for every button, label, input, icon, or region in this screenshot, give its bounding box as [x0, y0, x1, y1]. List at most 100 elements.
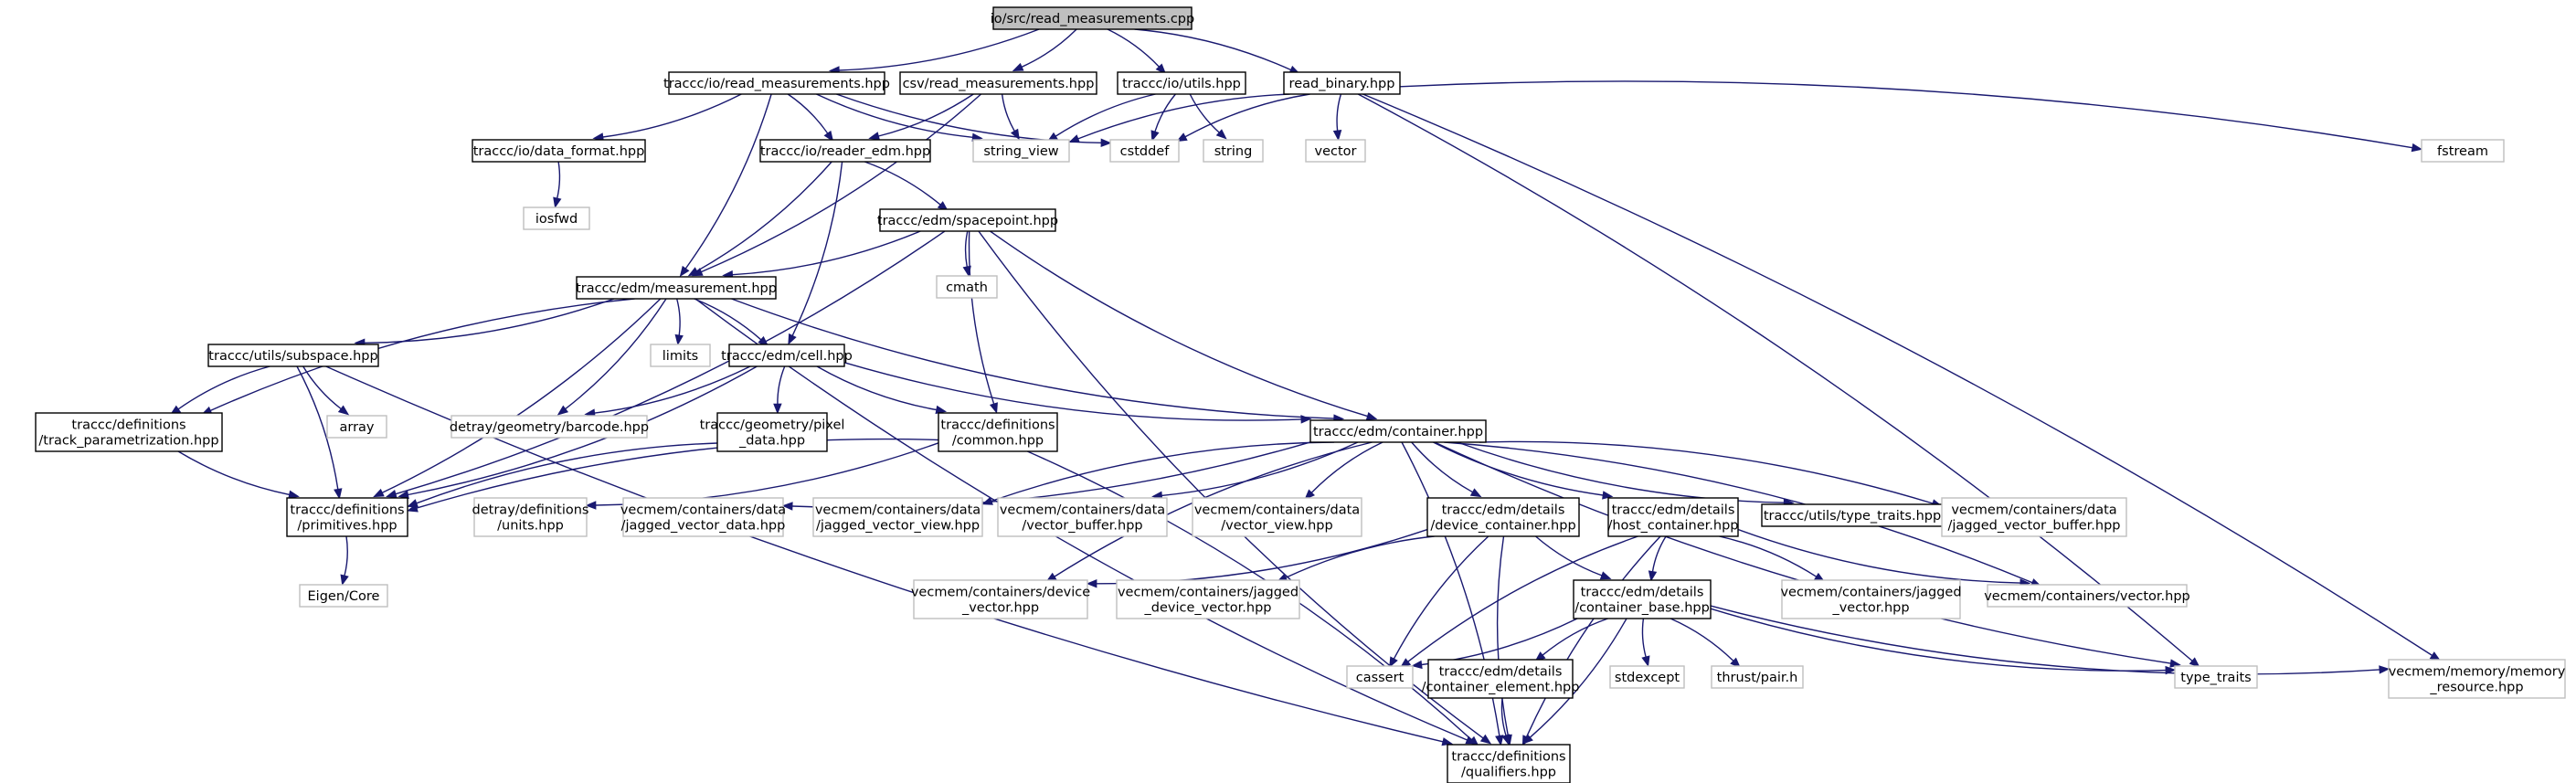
edge-arrowhead: [557, 405, 569, 416]
edge-line: [731, 298, 1334, 419]
node-box: [1573, 579, 1712, 619]
edge-container-to-device_container: [1411, 441, 1482, 498]
node-box: [1283, 71, 1401, 95]
edge-device_container-to-device_vector: [1086, 528, 1428, 588]
node-cmath: cmath: [936, 275, 998, 299]
edge-arrowhead: [981, 496, 993, 505]
edge-arrowhead: [1068, 134, 1080, 143]
edge-spacepoint-to-qualifiers: [978, 230, 1492, 745]
node-jagged-vector: vecmem/containers/jagged_vector.hpp: [1780, 579, 1962, 619]
node-label: vecmem/containers/vector.hpp: [1984, 589, 2190, 604]
edge-arrowhead: [788, 333, 797, 345]
node-label: traccc/edm/measurement.hpp: [576, 281, 777, 296]
node-box: [997, 497, 1168, 537]
edge-line: [1411, 441, 1473, 493]
edge-line: [594, 365, 751, 414]
node-spacepoint[interactable]: traccc/edm/spacepoint.hpp: [877, 208, 1058, 232]
node-common[interactable]: traccc/definitions/common.hpp: [938, 412, 1058, 452]
node-qualifiers[interactable]: traccc/definitions/qualifiers.hpp: [1447, 744, 1571, 783]
edge-reader_edm-to-cell: [788, 161, 843, 345]
edge-arrowhead: [674, 333, 684, 346]
edge-container-to-vec_view: [1304, 441, 1383, 501]
edge-line: [1055, 93, 1156, 137]
node-barcode: detray/geometry/barcode.hpp: [450, 415, 649, 439]
edge-host_container-to-qualifiers: [1521, 535, 1661, 747]
edge-device_container-to-qualifiers: [1496, 535, 1512, 746]
node-host-container[interactable]: traccc/edm/details/host_container.hpp: [1607, 497, 1739, 537]
node-subspace[interactable]: traccc/utils/subspace.hpp: [207, 344, 379, 367]
node-box: [451, 415, 648, 439]
node-container-base[interactable]: traccc/edm/details/container_base.hpp: [1573, 579, 1712, 619]
node-io-read-meas[interactable]: traccc/io/read_measurements.hpp: [663, 71, 890, 95]
edge-io_read_meas-to-measurement: [679, 93, 772, 278]
node-cassert: cassert: [1346, 665, 1414, 689]
edges-layer: [169, 28, 2442, 747]
edge-arrowhead: [1100, 138, 1112, 148]
node-jagged-device-vector: vecmem/containers/jagged_device_vector.h…: [1116, 579, 1300, 619]
node-label: vecmem/containers/device: [911, 586, 1090, 600]
node-vecmem-vector: vecmem/containers/vector.hpp: [1984, 584, 2190, 608]
node-label: vecmem/containers/data: [1000, 503, 1165, 518]
node-pixel-data[interactable]: traccc/geometry/pixel_data.hpp: [700, 412, 845, 452]
node-label: cassert: [1356, 671, 1405, 685]
edge-arrowhead: [1641, 655, 1650, 668]
node-box: [1203, 139, 1264, 163]
edge-line: [1500, 697, 1507, 736]
edge-arrowhead: [1012, 62, 1024, 71]
edge-common-to-primitives: [406, 438, 939, 513]
edge-arrowhead: [406, 503, 419, 513]
node-device-container[interactable]: traccc/edm/details/device_container.hpp: [1426, 497, 1580, 537]
node-data-format[interactable]: traccc/io/data_format.hpp: [472, 139, 646, 163]
node-container[interactable]: traccc/edm/container.hpp: [1309, 419, 1487, 443]
edge-line: [1310, 441, 1383, 493]
node-reader-edm[interactable]: traccc/io/reader_edm.hpp: [759, 139, 931, 163]
node-label: /units.hpp: [497, 519, 564, 534]
node-label: traccc/utils/type_traits.hpp: [1764, 509, 1941, 524]
edge-arrowhead: [334, 488, 343, 500]
node-csv-read-meas[interactable]: csv/read_measurements.hpp: [899, 71, 1097, 95]
edge-read_binary-to-vector: [1332, 93, 1342, 142]
edge-line: [839, 28, 1040, 71]
edge-arrowhead: [1411, 660, 1423, 670]
node-string: string: [1203, 139, 1264, 163]
node-type-traits-local[interactable]: traccc/utils/type_traits.hpp: [1761, 503, 1944, 527]
edge-container-to-vec_buffer: [1151, 441, 1359, 501]
node-string-view: string_view: [972, 139, 1070, 163]
node-label: traccc/definitions: [71, 418, 186, 433]
edge-reader_edm-to-spacepoint: [864, 161, 949, 212]
edge-arrowhead: [989, 402, 998, 414]
edge-container_base-to-container_element: [1534, 618, 1608, 662]
edge-line: [1184, 93, 1310, 138]
edge-line: [1399, 80, 2413, 149]
edge-container-to-host_container: [1433, 441, 1614, 500]
edge-read_binary-to-memory_resource: [1362, 93, 2442, 661]
node-box: [668, 71, 885, 95]
edge-arrowhead: [1365, 411, 1378, 420]
node-label: limits: [663, 349, 698, 364]
node-label: traccc/definitions: [1451, 750, 1565, 765]
node-track-param[interactable]: traccc/definitions/track_parametrization…: [35, 412, 223, 452]
edge-container_base-to-type_traits: [1710, 608, 2177, 675]
node-primitives[interactable]: traccc/definitions/primitives.hpp: [286, 497, 408, 537]
node-cell[interactable]: traccc/edm/cell.hpp: [721, 344, 853, 367]
edge-line: [416, 438, 939, 509]
node-container-element[interactable]: traccc/edm/details/container_element.hpp: [1422, 659, 1580, 699]
edge-measurement-to-limits: [674, 298, 684, 346]
edge-host_container-to-jagged_vector: [1719, 535, 1826, 583]
node-label: vecmem/containers/jagged: [1780, 586, 1961, 600]
node-label: /jagged_vector_data.hpp: [621, 519, 786, 534]
edge-line: [1535, 535, 1603, 577]
node-measurement[interactable]: traccc/edm/measurement.hpp: [576, 276, 777, 300]
edge-line: [1421, 618, 1578, 666]
node-box: [936, 275, 998, 299]
node-io-utils[interactable]: traccc/io/utils.hpp: [1117, 71, 1246, 95]
nodes-layer: io/src/read_measurements.cpptraccc/io/re…: [35, 6, 2566, 783]
node-label: stdexcept: [1615, 671, 1680, 685]
edge-arrowhead: [373, 488, 385, 498]
edge-line: [1134, 28, 1291, 71]
node-read-binary[interactable]: read_binary.hpp: [1283, 71, 1401, 95]
edge-device_container-to-jagged_device_vector: [1276, 535, 1435, 583]
node-label: traccc/edm/cell.hpp: [721, 349, 853, 364]
node-box: [1447, 744, 1571, 783]
node-label: csv/read_measurements.hpp: [903, 77, 1095, 91]
